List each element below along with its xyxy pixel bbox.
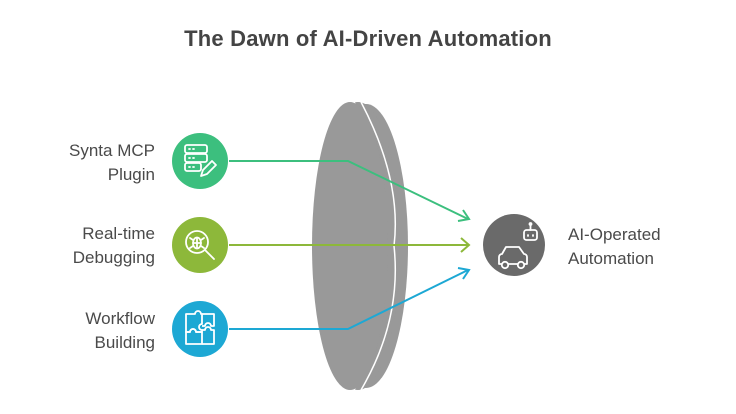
input-label-1-line2: Plugin [107, 165, 155, 184]
puzzle-icon [185, 310, 215, 345]
input-node-3 [172, 301, 228, 357]
connector-3 [229, 267, 471, 330]
connector-1 [229, 160, 471, 222]
robot-car-icon [498, 222, 538, 270]
input-label-3: Workflow Building [0, 307, 155, 355]
input-label-2-line2: Debugging [72, 248, 155, 267]
server-edit-icon [184, 144, 217, 177]
input-label-3-line1: Workflow [85, 309, 155, 328]
output-node [483, 214, 545, 276]
input-label-3-line2: Building [94, 333, 156, 352]
server-edit-icon-bg [172, 133, 228, 189]
connector-2 [229, 237, 471, 253]
input-label-1: Synta MCP Plugin [0, 139, 155, 187]
input-node-2 [172, 217, 228, 273]
bug-search-icon [185, 230, 215, 260]
input-label-2-line1: Real-time [82, 224, 155, 243]
input-label-2: Real-time Debugging [0, 222, 155, 270]
output-label-line1: AI-Operated [568, 225, 661, 244]
output-label: AI-Operated Automation [568, 223, 728, 271]
diagram-title: The Dawn of AI-Driven Automation [184, 26, 552, 51]
robot-car-icon-bg [483, 214, 545, 276]
output-label-line2: Automation [568, 249, 654, 268]
input-label-1-line1: Synta MCP [69, 141, 155, 160]
input-node-1 [172, 133, 228, 189]
